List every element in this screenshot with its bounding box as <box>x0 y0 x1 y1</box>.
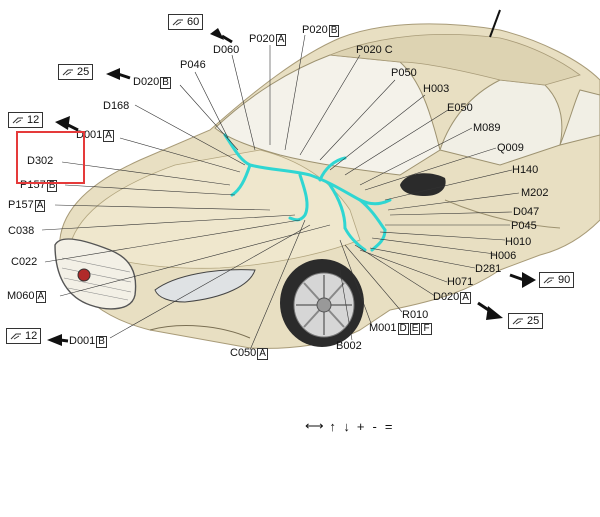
label-D168[interactable]: D168 <box>103 100 130 112</box>
wiring-harness <box>223 133 392 252</box>
arrow-down-icon[interactable]: ↓ <box>343 418 350 434</box>
label-P020C[interactable]: P020 C <box>356 44 393 56</box>
connector-icon <box>172 19 183 26</box>
label-H071[interactable]: H071 <box>447 276 474 288</box>
zoom-in-button[interactable]: + <box>356 418 365 434</box>
car-hood <box>69 149 361 269</box>
car-badge <box>77 268 91 282</box>
navigation-controls: ⟷ ↑ ↓ + - = <box>305 417 394 435</box>
label-P045[interactable]: P045 <box>511 220 537 232</box>
connector-icon <box>543 277 554 284</box>
label-P050[interactable]: P050 <box>391 67 417 79</box>
label-H006[interactable]: H006 <box>490 250 517 262</box>
label-D302[interactable]: D302 <box>27 155 54 167</box>
label-B002[interactable]: B002 <box>336 340 362 352</box>
label-D281[interactable]: D281 <box>475 263 502 275</box>
page-ref-25-top[interactable]: 25 <box>58 64 94 80</box>
car-illustration <box>41 9 600 351</box>
page-ref-25-bottom[interactable]: 25 <box>508 313 544 329</box>
label-P046[interactable]: P046 <box>180 59 206 71</box>
leader-lines <box>41 34 520 351</box>
zoom-out-button[interactable]: - <box>372 418 377 434</box>
fit-view-button[interactable]: = <box>384 418 393 434</box>
connector-icon <box>512 318 523 325</box>
label-H140[interactable]: H140 <box>512 164 539 176</box>
car-headlight <box>154 269 256 303</box>
label-M089[interactable]: M089 <box>473 122 501 134</box>
label-H003[interactable]: H003 <box>423 83 450 95</box>
label-C022[interactable]: C022 <box>11 256 38 268</box>
connector-icon <box>62 69 73 76</box>
label-H010[interactable]: H010 <box>505 236 532 248</box>
label-Q009[interactable]: Q009 <box>497 142 524 154</box>
side-mirror <box>400 173 446 196</box>
label-C038[interactable]: C038 <box>8 225 35 237</box>
label-M202[interactable]: M202 <box>521 187 549 199</box>
page-ref-12-bottom[interactable]: 12 <box>6 328 42 344</box>
connector-icon <box>12 117 23 124</box>
page-ref-12-top[interactable]: 12 <box>8 112 44 128</box>
label-D060[interactable]: D060 <box>213 44 240 56</box>
page-ref-90[interactable]: 90 <box>539 272 575 288</box>
label-D047[interactable]: D047 <box>513 206 540 218</box>
page-ref-60[interactable]: 60 <box>168 14 204 30</box>
connector-icon <box>10 333 21 340</box>
arrow-up-icon[interactable]: ↑ <box>329 418 336 434</box>
pan-horizontal-icon[interactable]: ⟷ <box>305 418 324 433</box>
label-E050[interactable]: E050 <box>447 102 473 114</box>
label-R010[interactable]: R010 <box>402 309 429 321</box>
selection-highlight <box>16 131 85 184</box>
